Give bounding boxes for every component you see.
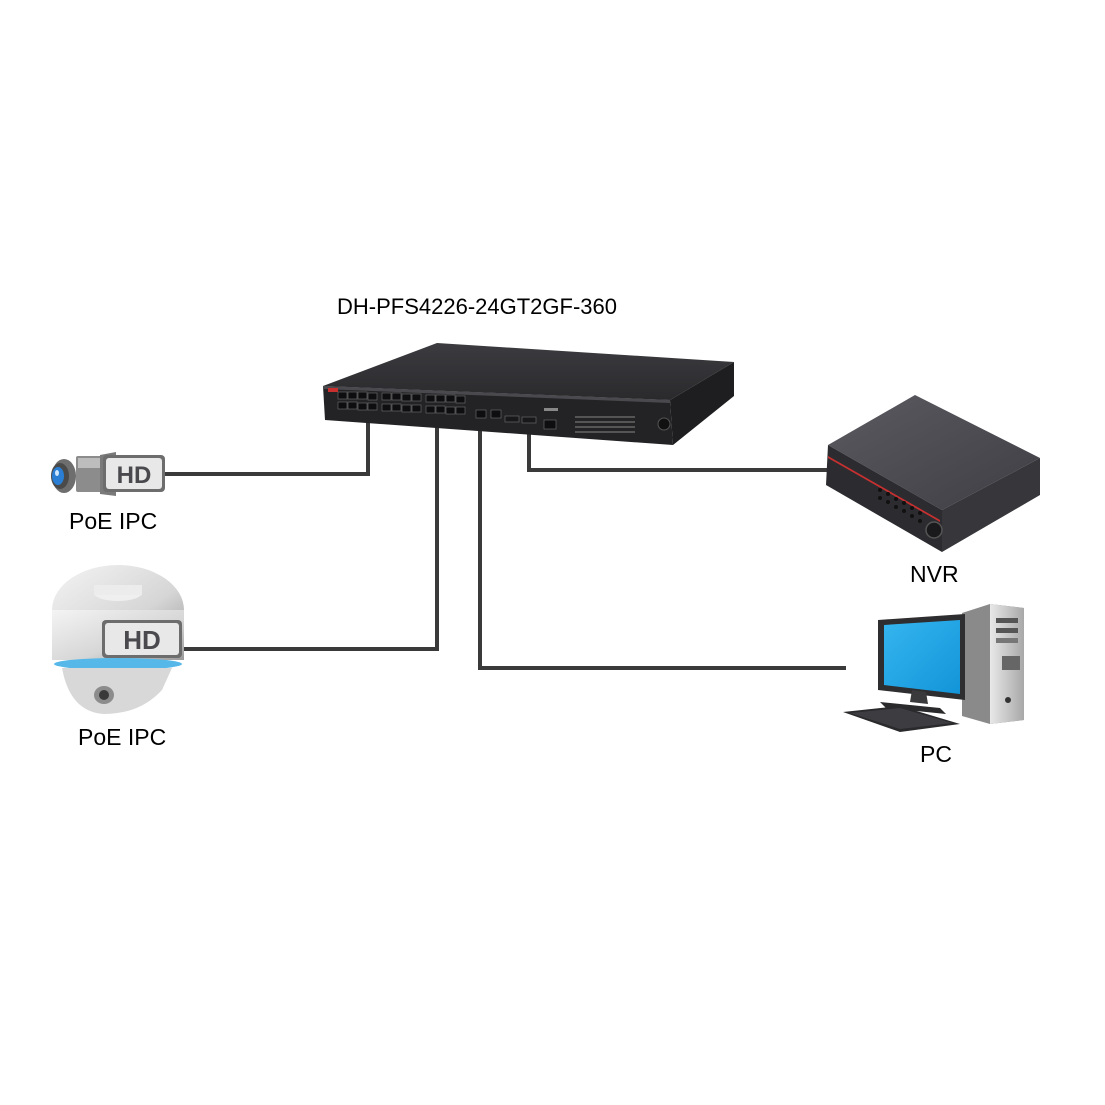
desktop-pc-icon: [843, 604, 1024, 732]
box-camera-hd-badge: HD: [103, 455, 165, 492]
cable-switch-to-dome-camera: [182, 418, 439, 651]
switch-icon: [323, 343, 734, 445]
cable-switch-to-pc: [478, 426, 846, 670]
dome-camera-label: PoE IPC: [78, 724, 167, 750]
cables: [162, 418, 846, 670]
nvr-label: NVR: [910, 561, 959, 587]
box-camera-label: PoE IPC: [69, 508, 158, 534]
nvr-icon: [826, 395, 1040, 552]
dome-camera-hd-text: HD: [123, 625, 161, 655]
cable-switch-to-nvr: [527, 426, 836, 472]
box-camera-hd-text: HD: [117, 462, 152, 489]
dome-camera-hd-badge: HD: [102, 620, 182, 658]
cable-switch-to-box-camera: [162, 418, 370, 476]
pc-label: PC: [920, 741, 952, 767]
switch-model-label: DH-PFS4226-24GT2GF-360: [337, 294, 617, 319]
